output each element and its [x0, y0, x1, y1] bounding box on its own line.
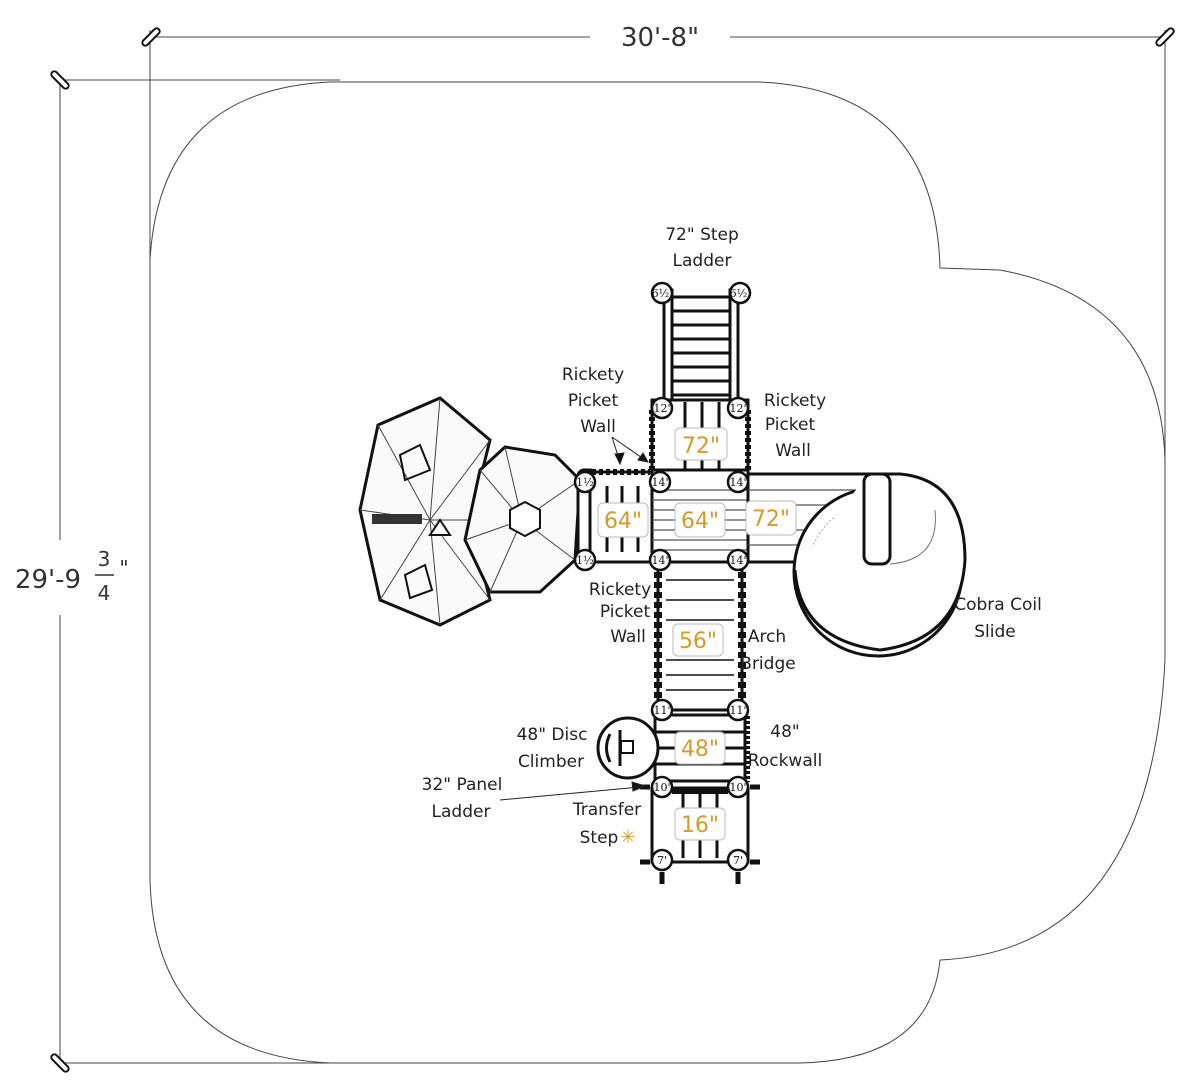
dome-climber-left: [358, 396, 492, 627]
picket-wall-label: Picket: [600, 602, 651, 622]
post-label: 6½': [730, 287, 751, 300]
post-label: 14': [651, 554, 668, 567]
depth-fraction-den: 4: [98, 581, 111, 605]
cobra-slide-label: Cobra Coil: [954, 595, 1042, 615]
width-dimension: 30'-8": [141, 23, 1175, 470]
deck-height-top: 72": [682, 434, 720, 459]
deck-height-lower: 48": [681, 737, 719, 762]
deck-height-bridge: 56": [679, 629, 717, 654]
leader-arrows: [499, 436, 649, 801]
picket-wall-label: Rickety: [562, 365, 624, 385]
deck-height-left: 64": [604, 509, 642, 534]
disc-climber: [596, 716, 660, 780]
deck-height-center: 64": [681, 509, 719, 534]
post-label: 6½': [652, 287, 673, 300]
depth-dimension: 29'-9 3 4 ": [15, 70, 340, 1073]
deck-height-tags: 72" 64" 64" 72" 56" 48" 16": [597, 427, 797, 841]
dimension-tick-icon: [1155, 27, 1175, 47]
step-ladder-label: 72" Step: [665, 225, 739, 245]
depth-unit: ": [119, 556, 128, 580]
picket-wall-label: Wall: [775, 441, 811, 461]
dimension-tick-icon: [141, 27, 161, 47]
deck-height-bottom: 16": [681, 813, 719, 838]
panel-ladder-label: Ladder: [432, 802, 491, 822]
posts: 6½' 6½' 12' 12' 14' 14' 14' 14' 1½ 1½ 11…: [573, 281, 752, 872]
step-ladder-label: Ladder: [673, 251, 732, 271]
picket-wall-label: Picket: [765, 415, 816, 435]
post-label: 14': [729, 554, 746, 567]
picket-wall-label: Picket: [568, 391, 619, 411]
transfer-step-star-icon: ✳: [620, 827, 635, 848]
use-zone-boundary: [149, 81, 1166, 1064]
arch-bridge-label: Bridge: [740, 654, 795, 674]
step-ladder: [662, 288, 740, 404]
dimension-tick-icon: [50, 1053, 70, 1073]
dimension-tick-icon: [50, 70, 70, 90]
transfer-step-label: Step: [580, 828, 619, 848]
picket-wall-label: Wall: [610, 627, 646, 647]
post-label: 11': [729, 704, 746, 717]
post-label: 1½: [576, 554, 594, 567]
post-label: 14': [729, 476, 746, 489]
picket-wall-label: Rickety: [589, 580, 651, 600]
depth-label: 29'-9: [15, 565, 81, 595]
picket-wall-label: Wall: [580, 417, 616, 437]
width-label: 30'-8": [621, 23, 699, 53]
depth-fraction-num: 3: [98, 547, 111, 571]
arch-bridge-label: Arch: [748, 627, 786, 647]
rockwall-label: Rockwall: [748, 751, 822, 771]
disc-climber-label: 48" Disc: [517, 725, 588, 745]
disc-climber-label: Climber: [518, 752, 584, 772]
post-label: 1½: [576, 476, 594, 489]
dome-climber-right: [463, 445, 598, 594]
picket-wall-label: Rickety: [764, 391, 826, 411]
panel-ladder-label: 32" Panel: [422, 775, 503, 795]
cobra-slide-label: Slide: [974, 622, 1016, 642]
post-label: 12': [729, 402, 746, 415]
post-label: 11': [653, 704, 670, 717]
post-label: 14': [651, 476, 668, 489]
transfer-step-label: Transfer: [572, 800, 641, 820]
cobra-coil-slide: [792, 472, 967, 658]
post-label: 7': [733, 854, 743, 867]
post-label: 10': [653, 781, 670, 794]
component-labels: 72" Step Ladder Rickety Picket Wall Rick…: [422, 225, 1042, 848]
post-label: 7': [657, 854, 667, 867]
deck-height-right: 72": [752, 507, 790, 532]
post-label: 10': [729, 781, 746, 794]
rockwall-label: 48": [770, 722, 799, 742]
post-label: 12': [653, 402, 670, 415]
